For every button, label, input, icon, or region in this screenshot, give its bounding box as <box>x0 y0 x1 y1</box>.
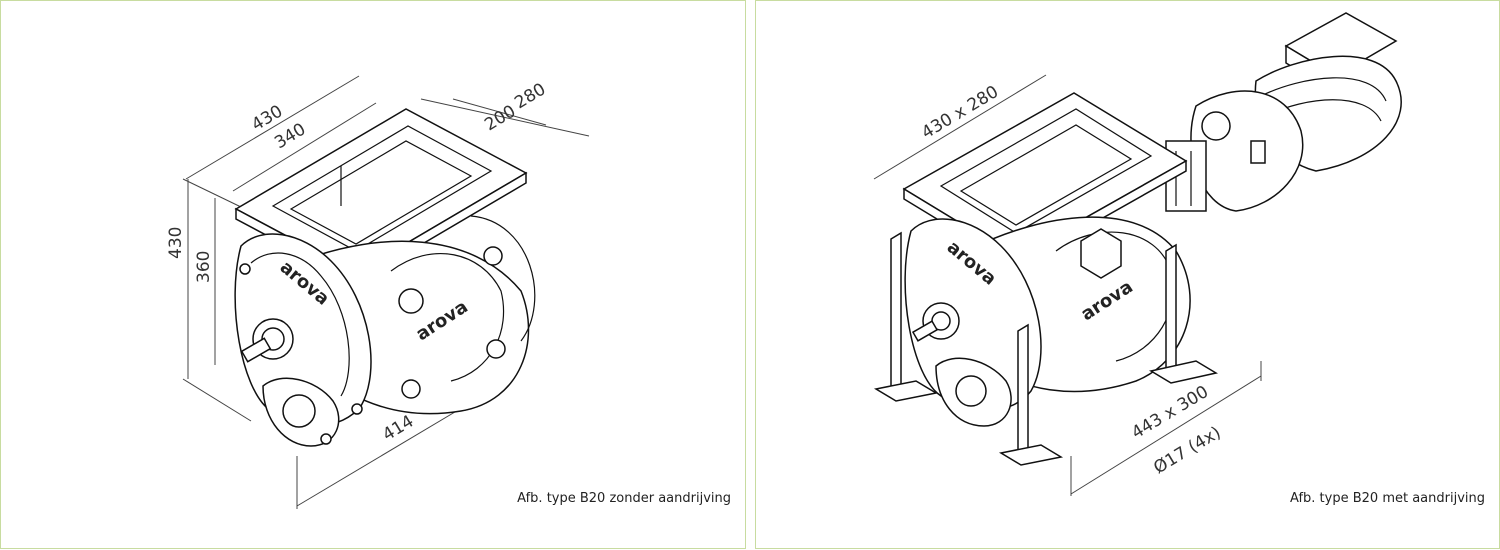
valve-drawing-without-drive: arova arova 430 340 280 200 430 360 414 <box>166 75 590 509</box>
dimension-lines <box>182 75 590 509</box>
caption-without-drive: Afb. type B20 zonder aandrijving <box>517 491 731 506</box>
end-cover: arova <box>234 233 372 447</box>
end-cover-right: arova <box>904 218 1042 427</box>
support-stand <box>873 231 1218 466</box>
dim-430-side: 430 <box>166 227 186 259</box>
drive-motor <box>1165 12 1402 212</box>
dim-414: 414 <box>379 411 417 445</box>
dimension-lines-right <box>873 74 1262 496</box>
drawing-panel-with-drive: arova arova 430 x 280 443 x 300 Ø17 (4x)… <box>755 0 1500 549</box>
caption-with-drive: Afb. type B20 met aandrijving <box>1290 491 1485 506</box>
dim-200: 200 <box>481 101 519 135</box>
dim-280: 280 <box>511 79 549 113</box>
dim-360: 360 <box>194 251 214 283</box>
drawing-panel-without-drive: arova arova 430 340 280 200 430 360 414 … <box>0 0 746 549</box>
valve-drawing-with-drive: arova arova 430 x 280 443 x 300 Ø17 (4x) <box>873 12 1402 496</box>
dim-holes: Ø17 (4x) <box>1150 423 1224 479</box>
dim-inlet: 430 x 280 <box>918 82 1002 143</box>
